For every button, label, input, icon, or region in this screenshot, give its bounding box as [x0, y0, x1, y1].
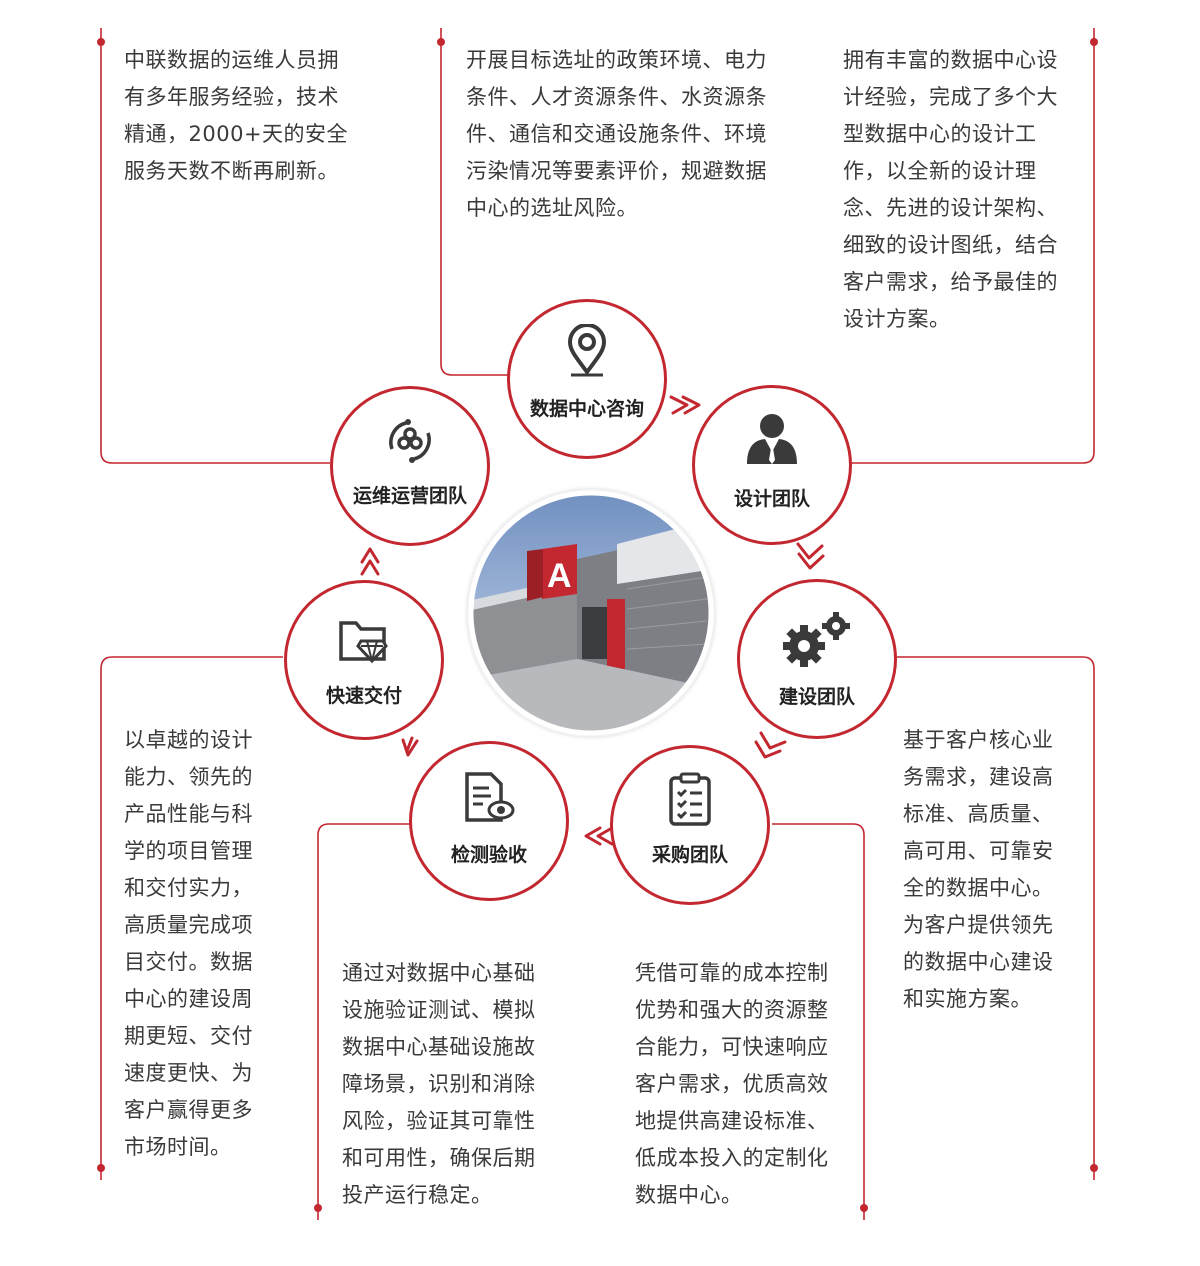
desc-line: 数据中心基础设施故	[342, 1035, 536, 1059]
node-design: 设计团队	[692, 385, 852, 545]
desc-line: 通过对数据中心基础	[342, 961, 536, 985]
desc-line: 客户需求，优质高效	[635, 1072, 829, 1096]
desc-line: 中心的建设周	[124, 987, 253, 1011]
desc-line: 目交付。数据	[124, 950, 253, 974]
folder-diamond-icon	[338, 619, 390, 669]
desc-line: 为客户提供领先	[903, 913, 1054, 937]
desc-line: 标准、高质量、	[903, 802, 1054, 826]
desc-line: 条件、人才资源条件、水资源条	[466, 85, 767, 109]
desc-line: 客户需求，给予最佳的	[843, 270, 1058, 294]
desc-line: 件、通信和交通设施条件、环境	[466, 122, 767, 146]
desc-line: 能力、领先的	[124, 765, 253, 789]
team-person-icon	[741, 412, 803, 470]
ops-description: 中联数据的运维人员拥 有多年服务经验，技术 精通，2000+天的安全 服务天数不…	[124, 42, 374, 190]
node-consult: 数据中心咨询	[507, 299, 667, 459]
desc-line: 的数据中心建设	[903, 950, 1054, 974]
gears-icon	[780, 612, 854, 672]
node-label: 数据中心咨询	[529, 398, 644, 420]
node-label: 运维运营团队	[352, 485, 467, 507]
desc-line: 以卓越的设计	[124, 728, 253, 752]
desc-line: 型数据中心的设计工	[843, 122, 1037, 146]
consult-description: 开展目标选址的政策环境、电力 条件、人才资源条件、水资源条 件、通信和交通设施条…	[466, 42, 786, 227]
desc-line: 合能力，可快速响应	[635, 1035, 829, 1059]
desc-line: 低成本投入的定制化	[635, 1146, 829, 1170]
node-build: 建设团队	[737, 579, 897, 739]
desc-line: 污染情况等要素评价，规避数据	[466, 159, 767, 183]
desc-line: 基于客户核心业	[903, 728, 1054, 752]
desc-line: 产品性能与科	[124, 802, 253, 826]
inspect-description: 通过对数据中心基础 设施验证测试、模拟 数据中心基础设施故 障场景，识别和消除 …	[342, 955, 557, 1214]
desc-line: 学的项目管理	[124, 839, 253, 863]
desc-line: 风险，验证其可靠性	[342, 1109, 536, 1133]
desc-line: 客户赢得更多	[124, 1098, 253, 1122]
node-label: 采购团队	[651, 844, 728, 866]
desc-line: 凭借可靠的成本控制	[635, 961, 829, 985]
desc-line: 务需求，建设高	[903, 765, 1054, 789]
building-illustration: A	[467, 489, 715, 737]
desc-line: 投产运行稳定。	[342, 1183, 493, 1207]
desc-line: 中联数据的运维人员拥	[124, 48, 339, 72]
desc-line: 开展目标选址的政策环境、电力	[466, 48, 767, 72]
hexagon-cycle-icon	[384, 417, 436, 469]
desc-line: 和交付实力，	[124, 876, 253, 900]
desc-line: 数据中心。	[635, 1183, 743, 1207]
desc-line: 和可用性，确保后期	[342, 1146, 536, 1170]
desc-line: 中心的选址风险。	[466, 196, 638, 220]
desc-line: 期更短、交付	[124, 1024, 253, 1048]
clipboard-checklist-icon	[667, 772, 713, 830]
desc-line: 作，以全新的设计理	[843, 159, 1037, 183]
desc-line: 设施验证测试、模拟	[342, 998, 536, 1022]
desc-line: 高可用、可靠安	[903, 839, 1054, 863]
desc-line: 精通，2000+天的安全	[124, 122, 349, 146]
desc-line: 计经验，完成了多个大	[843, 85, 1058, 109]
desc-line: 服务天数不断再刷新。	[124, 159, 339, 183]
desc-line: 念、先进的设计架构、	[843, 196, 1058, 220]
node-purchase: 采购团队	[610, 745, 770, 905]
building-sign-text: A	[547, 557, 572, 595]
design-description: 拥有丰富的数据中心设 计经验，完成了多个大 型数据中心的设计工 作，以全新的设计…	[843, 42, 1083, 338]
node-label: 快速交付	[325, 685, 402, 707]
purchase-description: 凭借可靠的成本控制 优势和强大的资源整 合能力，可快速响应 客户需求，优质高效 …	[635, 955, 850, 1214]
document-eye-icon	[463, 772, 515, 828]
desc-line: 有多年服务经验，技术	[124, 85, 339, 109]
node-label: 检测验收	[450, 844, 527, 866]
desc-line: 速度更快、为	[124, 1061, 253, 1085]
node-delivery: 快速交付	[284, 580, 444, 740]
delivery-description: 以卓越的设计 能力、领先的 产品性能与科 学的项目管理 和交付实力， 高质量完成…	[124, 722, 284, 1166]
desc-line: 市场时间。	[124, 1135, 232, 1159]
desc-line: 障场景，识别和消除	[342, 1072, 536, 1096]
data-center-building-image: A	[467, 489, 715, 737]
build-description: 基于客户核心业 务需求，建设高 标准、高质量、 高可用、可靠安 全的数据中心。 …	[903, 722, 1078, 1018]
node-ops: 运维运营团队	[330, 386, 490, 546]
location-pin-icon	[565, 323, 609, 382]
node-label: 设计团队	[733, 488, 810, 510]
desc-line: 拥有丰富的数据中心设	[843, 48, 1058, 72]
desc-line: 高质量完成项	[124, 913, 253, 937]
desc-line: 细致的设计图纸，结合	[843, 233, 1058, 257]
node-label: 建设团队	[778, 686, 855, 708]
desc-line: 设计方案。	[843, 307, 951, 331]
desc-line: 全的数据中心。	[903, 876, 1054, 900]
desc-line: 优势和强大的资源整	[635, 998, 829, 1022]
desc-line: 和实施方案。	[903, 987, 1032, 1011]
node-inspect: 检测验收	[409, 741, 569, 901]
desc-line: 地提供高建设标准、	[635, 1109, 829, 1133]
